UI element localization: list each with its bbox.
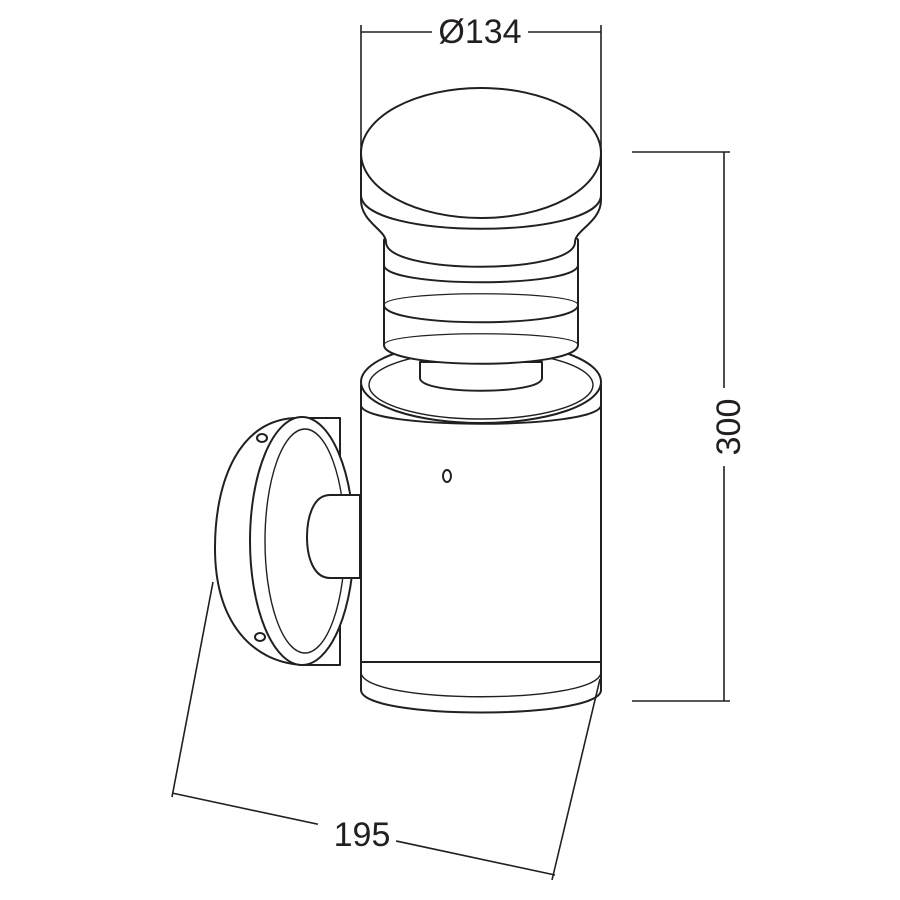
height-label: 300 [710,399,748,456]
screw-hole-top [256,433,268,443]
lamp-body [360,384,602,714]
depth-label: 195 [334,816,391,854]
wall-mount-plate [214,416,355,666]
body-screw [442,469,452,483]
dimension-diameter: Ø134 [360,10,602,150]
ribbed-diffuser [383,230,579,392]
connecting-arm [306,494,361,579]
dimension-depth: 195 [171,581,601,881]
top-cap [360,87,602,268]
dimension-height: 300 [632,151,748,702]
diameter-label: Ø134 [438,13,521,51]
screw-hole-bottom [254,632,266,642]
